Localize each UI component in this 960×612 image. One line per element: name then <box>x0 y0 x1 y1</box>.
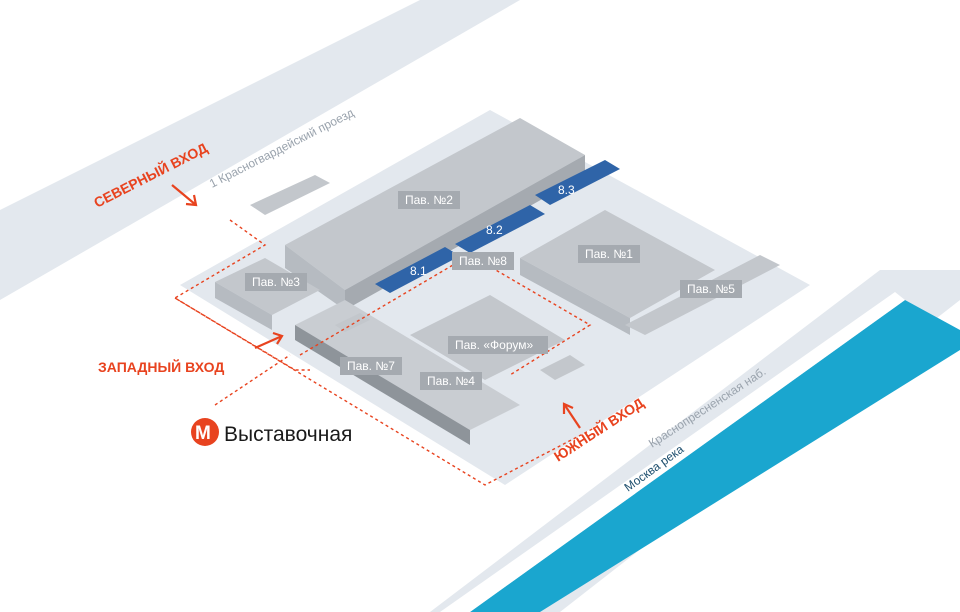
north-small-building <box>250 175 330 215</box>
hall-8-2 <box>455 205 545 253</box>
pavilion-7-label: Пав. №7 <box>340 357 402 375</box>
pavilion-4-label: Пав. №4 <box>420 372 482 390</box>
hall-8-2-label: 8.2 <box>486 223 503 237</box>
pavilion-5-label: Пав. №5 <box>680 280 742 298</box>
pavilion-8-label: Пав. №8 <box>452 252 514 270</box>
exhibition-ground <box>180 110 810 485</box>
svg-text:Пав. «Форум»: Пав. «Форум» <box>455 338 533 352</box>
pavilion-3-label: Пав. №3 <box>245 273 307 291</box>
svg-text:Пав. №3: Пав. №3 <box>252 275 300 289</box>
pavilion-forum-label: Пав. «Форум» <box>448 336 548 354</box>
south-entrance-arrow <box>563 403 581 429</box>
hall-8-3-label: 8.3 <box>558 183 575 197</box>
west-entrance-label: ЗАПАДНЫЙ ВХОД <box>98 358 224 375</box>
north-entrance-arrow <box>171 184 197 206</box>
hall-8-1 <box>375 247 460 293</box>
svg-text:Пав. №5: Пав. №5 <box>687 282 735 296</box>
river <box>470 300 960 612</box>
metro-icon <box>191 418 219 446</box>
hall-8-3 <box>535 160 620 205</box>
svg-text:М: М <box>195 423 211 444</box>
pavilion-1-label: Пав. №1 <box>578 245 640 263</box>
svg-text:Пав. №4: Пав. №4 <box>427 374 475 388</box>
pavilion-7-building <box>295 300 520 430</box>
pavilion-2-label: Пав. №2 <box>398 191 460 209</box>
hall-8-1-label: 8.1 <box>410 264 427 278</box>
metro-station-label: Выставочная <box>224 423 352 446</box>
north-road <box>0 0 520 300</box>
river-bank <box>440 292 905 612</box>
west-entrance-arrow <box>254 334 283 350</box>
south-small-building <box>540 355 585 380</box>
svg-text:Пав. №2: Пав. №2 <box>405 193 453 207</box>
metro-station: М Выставочная <box>191 418 352 446</box>
pavilion-1-building <box>520 210 715 318</box>
svg-text:Пав. №7: Пав. №7 <box>347 359 395 373</box>
svg-text:Пав. №8: Пав. №8 <box>459 254 507 268</box>
west-small-building <box>335 313 370 332</box>
svg-text:Пав. №1: Пав. №1 <box>585 247 633 261</box>
